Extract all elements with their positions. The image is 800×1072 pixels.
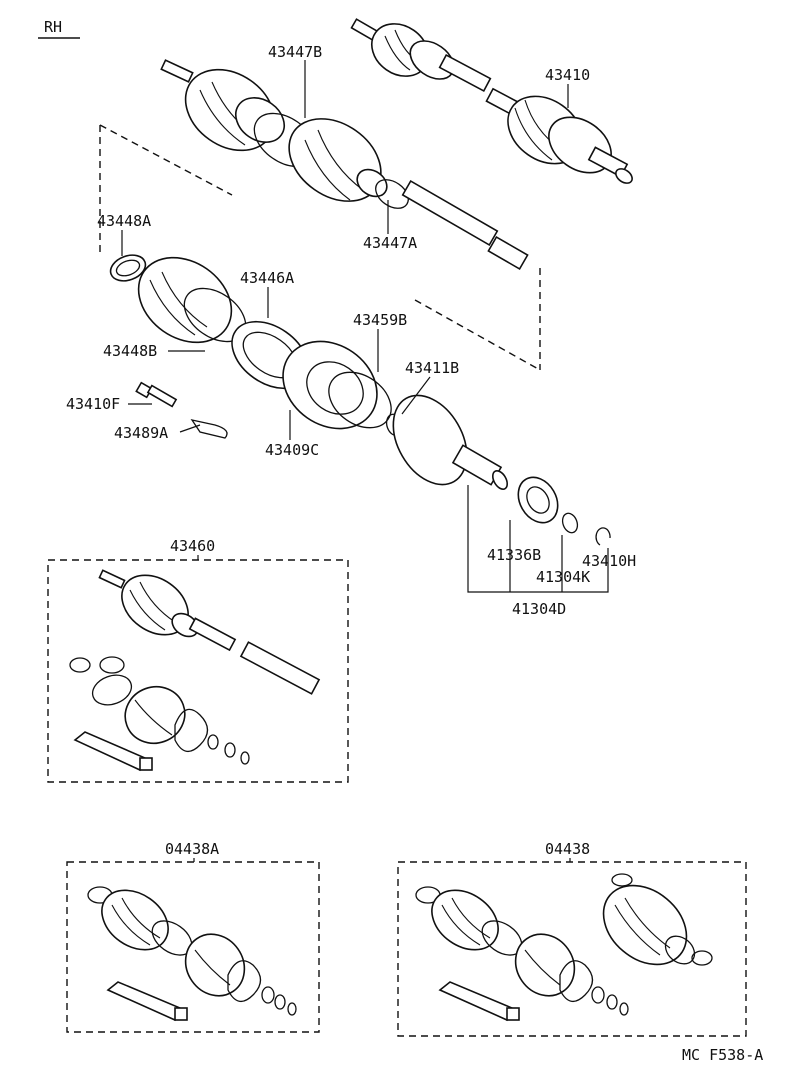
callout-41304d: 41304D [512,600,566,618]
clamp-small-part[interactable] [107,251,149,286]
callout-43447a: 43447A [363,234,417,252]
callout-43448b: 43448B [103,342,157,360]
housing-part[interactable] [378,382,510,497]
inboard-joint-part[interactable] [266,324,402,447]
callout-43409c: 43409C [265,441,319,459]
lock-plate-part[interactable] [190,419,228,439]
callout-04438a: 04438A [165,840,219,858]
callout-43489a: 43489A [114,424,168,442]
repair-kit-43460[interactable]: 43460 [47,537,349,783]
callout-43446a: 43446A [240,269,294,287]
callout-43410: 43410 [545,66,590,84]
callout-labels: 43447B 43410 43448A 43447A 43446A 43459B… [66,43,636,618]
oil-seal-part[interactable] [510,470,565,530]
callout-43447b: 43447B [268,43,322,61]
callout-43460: 43460 [170,537,215,555]
callout-43448a: 43448A [97,212,151,230]
callout-41304k: 41304K [536,568,590,586]
o-ring-part[interactable] [560,511,580,535]
callout-04438: 04438 [545,840,590,858]
callout-43411b: 43411B [405,359,459,377]
callout-43459b: 43459B [353,311,407,329]
boot-kit-04438a[interactable]: 04438A [66,840,320,1033]
bolt-part[interactable] [135,381,178,408]
callout-43410f: 43410F [66,395,120,413]
bracket-lines [467,485,609,593]
callout-43410h: 43410H [582,552,636,570]
figure-code: MC F538-A [682,1046,763,1064]
outer-shaft-boot[interactable] [160,53,529,271]
boot-kit-04438[interactable]: 04438 [397,840,747,1037]
callout-41336b: 41336B [487,546,541,564]
snap-ring-part[interactable] [595,527,611,546]
drive-shaft-assembly[interactable] [350,13,635,186]
dashed-reference-lines [99,124,541,371]
side-label: RH [44,18,62,36]
